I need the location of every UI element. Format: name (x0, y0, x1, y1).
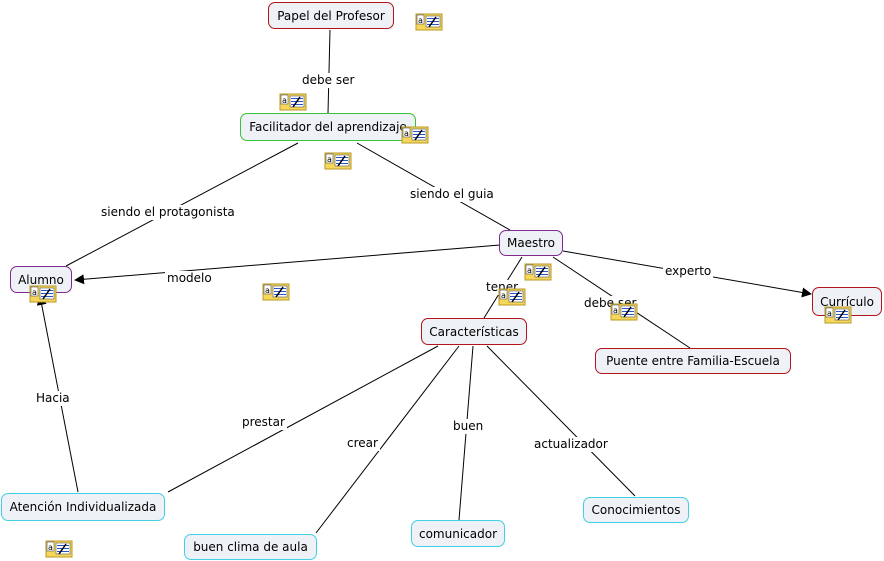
node-facilitador-del-aprendizaje[interactable]: Facilitador del aprendizaje (240, 113, 416, 141)
annotation-note-icon[interactable]: a (498, 288, 526, 306)
node-caracteristicas[interactable]: Características (421, 318, 527, 345)
line-papel-facilitador (327, 29, 331, 114)
svg-text:a: a (418, 16, 423, 25)
annotation-note-icon[interactable]: a (401, 126, 429, 144)
annotation-note-icon[interactable]: a (824, 306, 852, 324)
annotation-note-icon[interactable]: a (262, 283, 290, 301)
line-caracteristicas-atencion (167, 345, 439, 493)
link-label-modelo: modelo (165, 271, 214, 286)
link-label-prestar: prestar (240, 415, 287, 430)
link-label-hacia: Hacia (34, 391, 72, 406)
annotation-note-icon[interactable]: a (29, 285, 57, 303)
svg-text:a: a (48, 543, 53, 552)
link-label-experto: experto (663, 264, 714, 279)
line-maestro-alumno (74, 244, 501, 285)
line-caracteristicas-conocimientos (486, 345, 636, 497)
link-label-siendo-el-protagonista: siendo el protagonista (99, 205, 237, 220)
link-label-actualizador: actualizador (532, 437, 610, 452)
svg-text:a: a (527, 266, 532, 275)
line-facilitador-alumno (65, 142, 299, 267)
svg-text:a: a (265, 286, 270, 295)
svg-text:a: a (282, 96, 287, 105)
link-label-buen: buen (451, 419, 486, 434)
line-caracteristicas-clima (315, 345, 460, 534)
node-puente-familia-escuela[interactable]: Puente entre Familia-Escuela (595, 348, 791, 374)
node-buen-clima-de-aula[interactable]: buen clima de aula (184, 534, 317, 560)
link-label-crear: crear (345, 436, 380, 451)
annotation-note-icon[interactable]: a (45, 540, 73, 558)
svg-text:a: a (404, 129, 409, 138)
link-label-siendo-el-guia: siendo el guia (408, 187, 496, 202)
node-papel-del-profesor[interactable]: Papel del Profesor (268, 2, 394, 29)
annotation-note-icon[interactable]: a (524, 263, 552, 281)
svg-text:a: a (827, 309, 832, 318)
annotation-note-icon[interactable]: a (279, 93, 307, 111)
svg-text:a: a (613, 306, 618, 315)
svg-text:a: a (32, 288, 37, 297)
node-atencion-individualizada[interactable]: Atención Individualizada (1, 493, 165, 521)
svg-text:a: a (327, 155, 332, 164)
svg-text:a: a (501, 291, 506, 300)
annotation-note-icon[interactable]: a (324, 152, 352, 170)
line-facilitador-maestro (356, 142, 511, 231)
link-label-debe-ser: debe ser (300, 73, 357, 88)
node-maestro[interactable]: Maestro (499, 230, 563, 256)
node-comunicador[interactable]: comunicador (411, 520, 505, 547)
node-conocimientos[interactable]: Conocimientos (583, 497, 689, 523)
annotation-note-icon[interactable]: a (610, 303, 638, 321)
annotation-note-icon[interactable]: a (415, 13, 443, 31)
